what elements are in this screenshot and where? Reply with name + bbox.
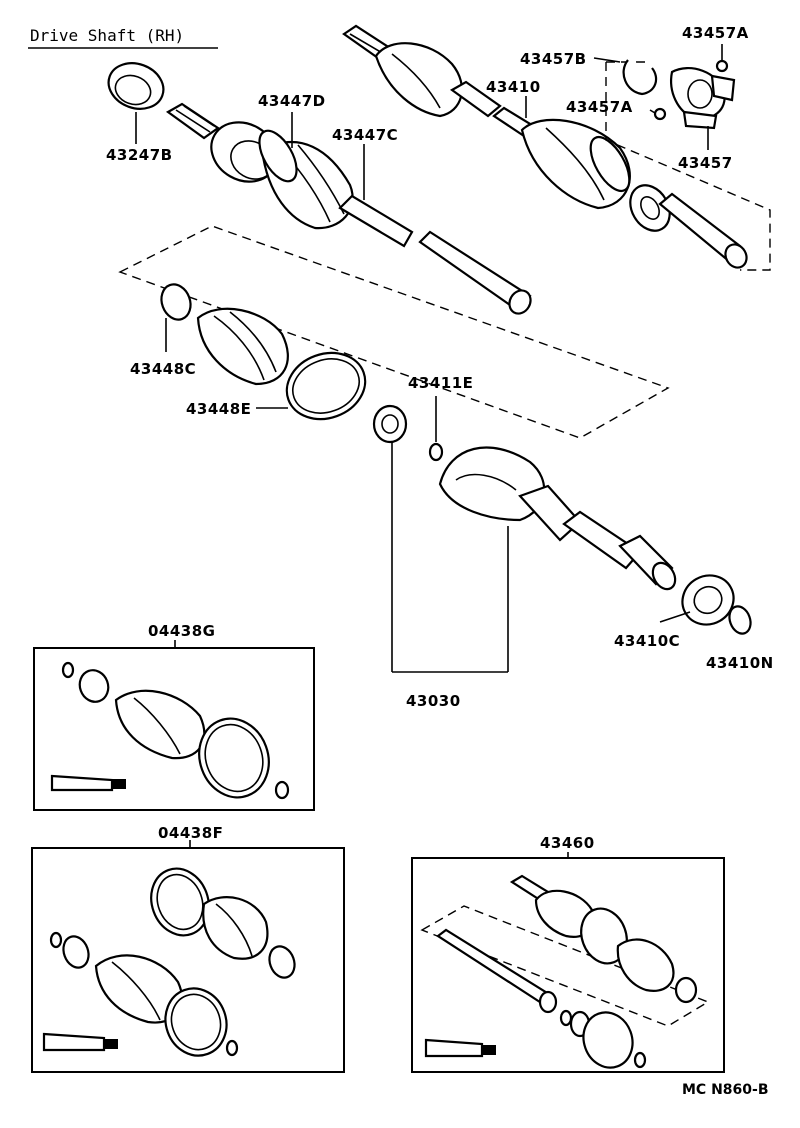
label-43410N: 43410N	[706, 654, 774, 672]
label-04438F: 04438F	[158, 824, 224, 842]
kit-43460-parts	[424, 874, 698, 1069]
snap-ring-43410N	[728, 605, 752, 635]
label-43457B: 43457B	[520, 50, 587, 68]
kit-43460-box	[411, 857, 725, 1073]
kit-04438F-box	[31, 847, 345, 1073]
inboard-joint-43030	[438, 446, 677, 591]
drive-shaft-assembly-left	[165, 102, 532, 315]
label-43247B: 43247B	[106, 146, 173, 164]
grease-tube	[50, 774, 114, 792]
label-43410C: 43410C	[614, 632, 681, 650]
boot-43448	[196, 307, 289, 386]
figure-code: MC N860-B	[682, 1082, 769, 1098]
label-43447C: 43447C	[332, 126, 399, 144]
label-43411E: 43411E	[408, 374, 474, 392]
tripod-joint	[372, 404, 509, 673]
bearing-bracket-43457	[649, 44, 736, 150]
drive-shaft-43410	[342, 24, 748, 269]
label-43460: 43460	[540, 834, 595, 852]
clamp-band-43448E	[256, 351, 367, 421]
kit-04438F-parts	[42, 867, 296, 1057]
label-43410: 43410	[486, 78, 541, 96]
bracket-43448-group	[118, 225, 670, 439]
label-43457A-mid: 43457A	[566, 98, 633, 116]
seal-ring-43247B	[107, 62, 165, 144]
bracket-43457-group	[605, 62, 771, 271]
bearing-43410C	[659, 574, 735, 626]
snap-ring-43457B	[593, 57, 658, 96]
kit-04438G-box	[33, 647, 315, 811]
diagram-title: Drive Shaft (RH)	[30, 26, 185, 45]
label-43457A-top: 43457A	[682, 24, 749, 42]
label-43447D: 43447D	[258, 92, 326, 110]
label-43030: 43030	[406, 692, 461, 710]
clamp-43448C	[160, 283, 192, 352]
label-04438G: 04438G	[148, 622, 216, 640]
kit-04438G-parts	[50, 661, 290, 800]
label-43457: 43457	[678, 154, 733, 172]
label-43448C: 43448C	[130, 360, 197, 378]
snap-ring-43411E	[428, 396, 444, 462]
bracket-43460-inner	[420, 905, 710, 1027]
label-43448E: 43448E	[186, 400, 252, 418]
